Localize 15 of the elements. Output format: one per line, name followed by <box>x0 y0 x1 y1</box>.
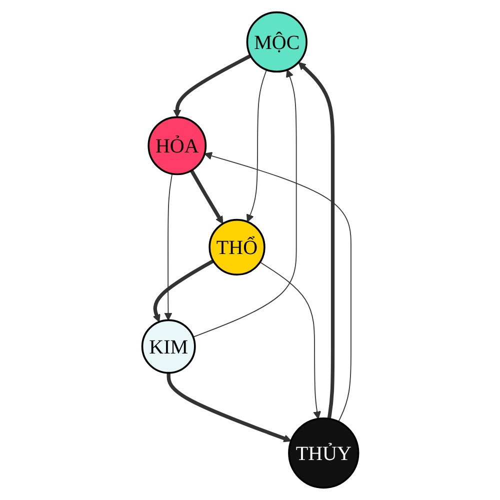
arrow <box>192 69 296 338</box>
node-circle: THỔ <box>208 218 266 276</box>
node-circle: THỦY <box>288 417 359 489</box>
arrow <box>246 69 267 222</box>
arrow <box>164 173 172 321</box>
arrow <box>172 54 252 118</box>
arrow <box>190 170 223 224</box>
arrow <box>204 152 352 422</box>
node-circle: HỎA <box>147 116 206 176</box>
arrow <box>259 262 321 420</box>
arrow <box>152 259 214 322</box>
node-circle: KIM <box>141 319 196 374</box>
arrow <box>166 372 292 442</box>
arrow <box>298 62 334 420</box>
node-circle: MỘC <box>246 11 308 73</box>
